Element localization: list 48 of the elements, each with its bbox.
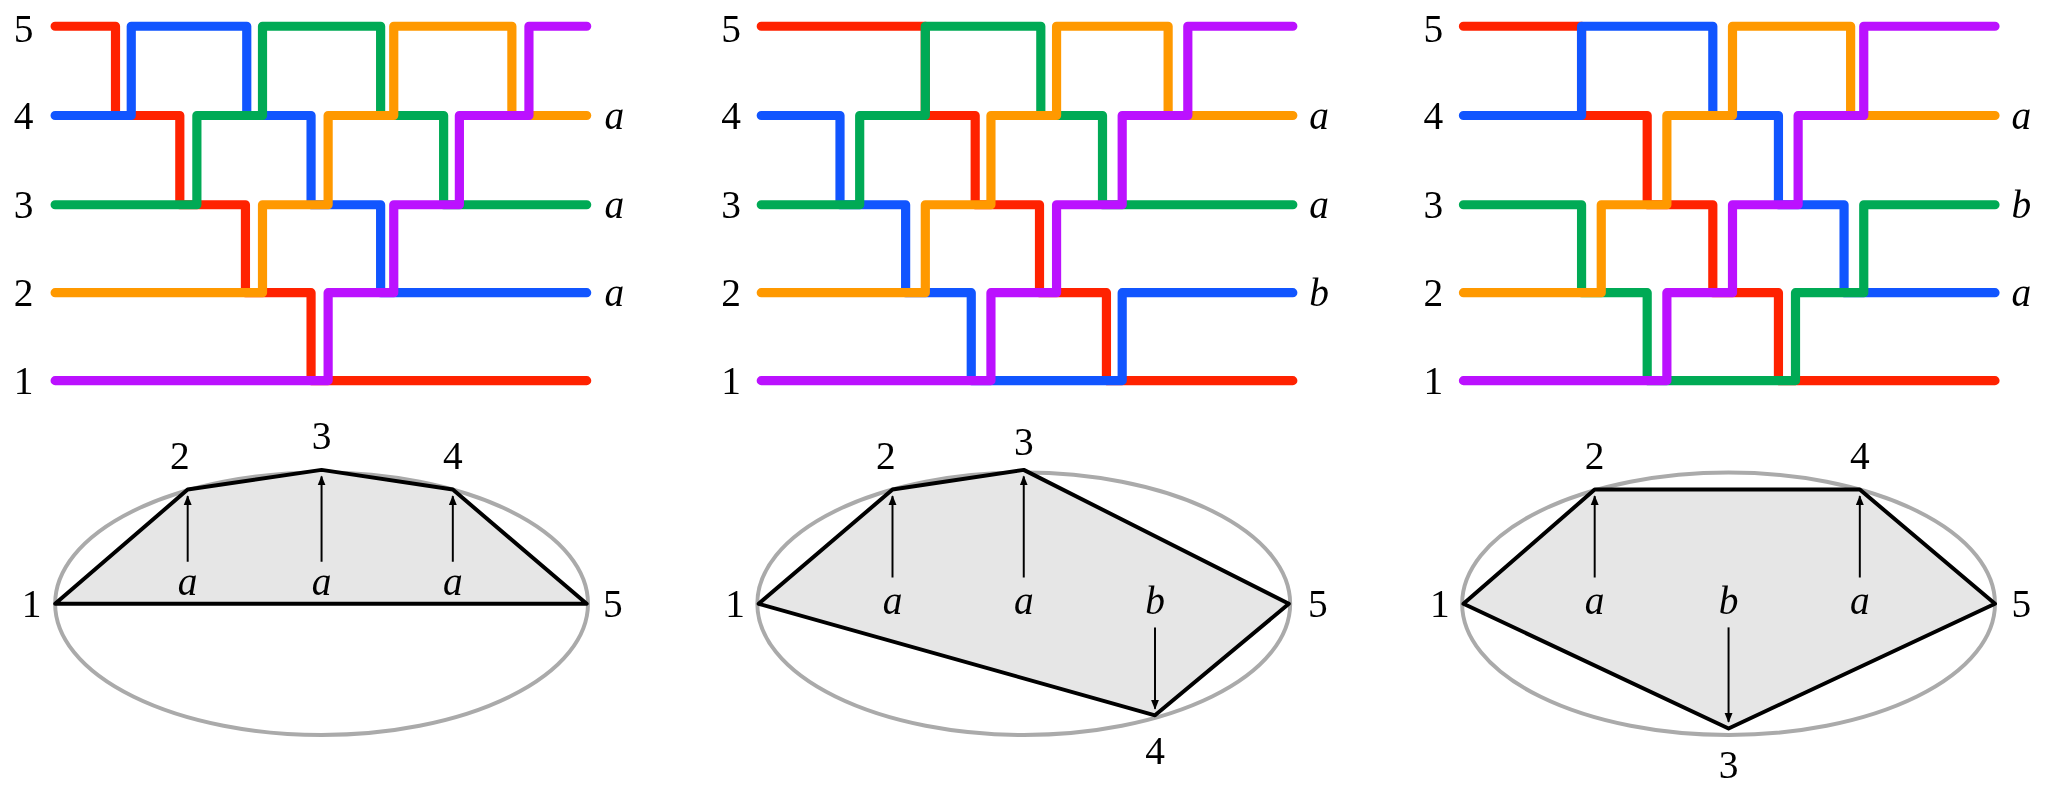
number-label: 1 bbox=[721, 360, 741, 401]
variable-label: a bbox=[1013, 581, 1034, 621]
number-label: 4 bbox=[721, 95, 741, 136]
variable-label: a bbox=[311, 561, 332, 602]
number-label: 1 bbox=[725, 584, 745, 624]
number-label: 3 bbox=[1718, 745, 1739, 785]
variable-label: a bbox=[882, 581, 903, 621]
number-label: 4 bbox=[13, 95, 34, 136]
number-label: 5 bbox=[721, 9, 741, 49]
variable-label: b bbox=[1309, 273, 1329, 313]
number-label: 1 bbox=[1429, 584, 1450, 624]
variable-label: b bbox=[2011, 185, 2032, 225]
number-label: 4 bbox=[1423, 95, 1444, 136]
number-label: 1 bbox=[21, 584, 42, 624]
number-label: 2 bbox=[13, 273, 34, 313]
variable-label: a bbox=[442, 561, 463, 602]
number-label: 5 bbox=[1423, 9, 1444, 49]
number-label: 4 bbox=[1849, 435, 1870, 476]
number-label: 3 bbox=[13, 185, 34, 225]
number-label: 1 bbox=[13, 360, 34, 401]
variable-label: a bbox=[1849, 581, 1870, 621]
number-label: 2 bbox=[1584, 435, 1605, 476]
number-label: 5 bbox=[2011, 584, 2032, 624]
variable-label: a bbox=[2011, 273, 2032, 313]
variable-label: a bbox=[1309, 185, 1329, 225]
number-label: 2 bbox=[169, 435, 190, 476]
variable-label: a bbox=[1584, 581, 1605, 621]
variable-label: a bbox=[177, 561, 198, 602]
number-label: 2 bbox=[721, 273, 741, 313]
variable-label: a bbox=[2011, 95, 2032, 136]
number-label: 3 bbox=[721, 185, 741, 225]
variable-label: a bbox=[604, 185, 625, 225]
variable-label: a bbox=[604, 273, 625, 313]
number-label: 5 bbox=[603, 584, 623, 624]
number-label: 2 bbox=[876, 435, 896, 476]
number-label: 4 bbox=[1145, 731, 1165, 771]
number-label: 3 bbox=[311, 416, 332, 456]
number-label: 5 bbox=[13, 9, 34, 49]
variable-label: a bbox=[1309, 95, 1329, 136]
number-label: 2 bbox=[1423, 273, 1444, 313]
number-label: 4 bbox=[442, 435, 463, 476]
number-label: 3 bbox=[1423, 185, 1444, 225]
number-label: 1 bbox=[1423, 360, 1444, 401]
variable-label: b bbox=[1145, 581, 1165, 621]
number-label: 5 bbox=[1307, 584, 1328, 624]
variable-label: b bbox=[1718, 581, 1739, 621]
number-label: 3 bbox=[1013, 422, 1034, 462]
variable-label: a bbox=[604, 95, 625, 136]
